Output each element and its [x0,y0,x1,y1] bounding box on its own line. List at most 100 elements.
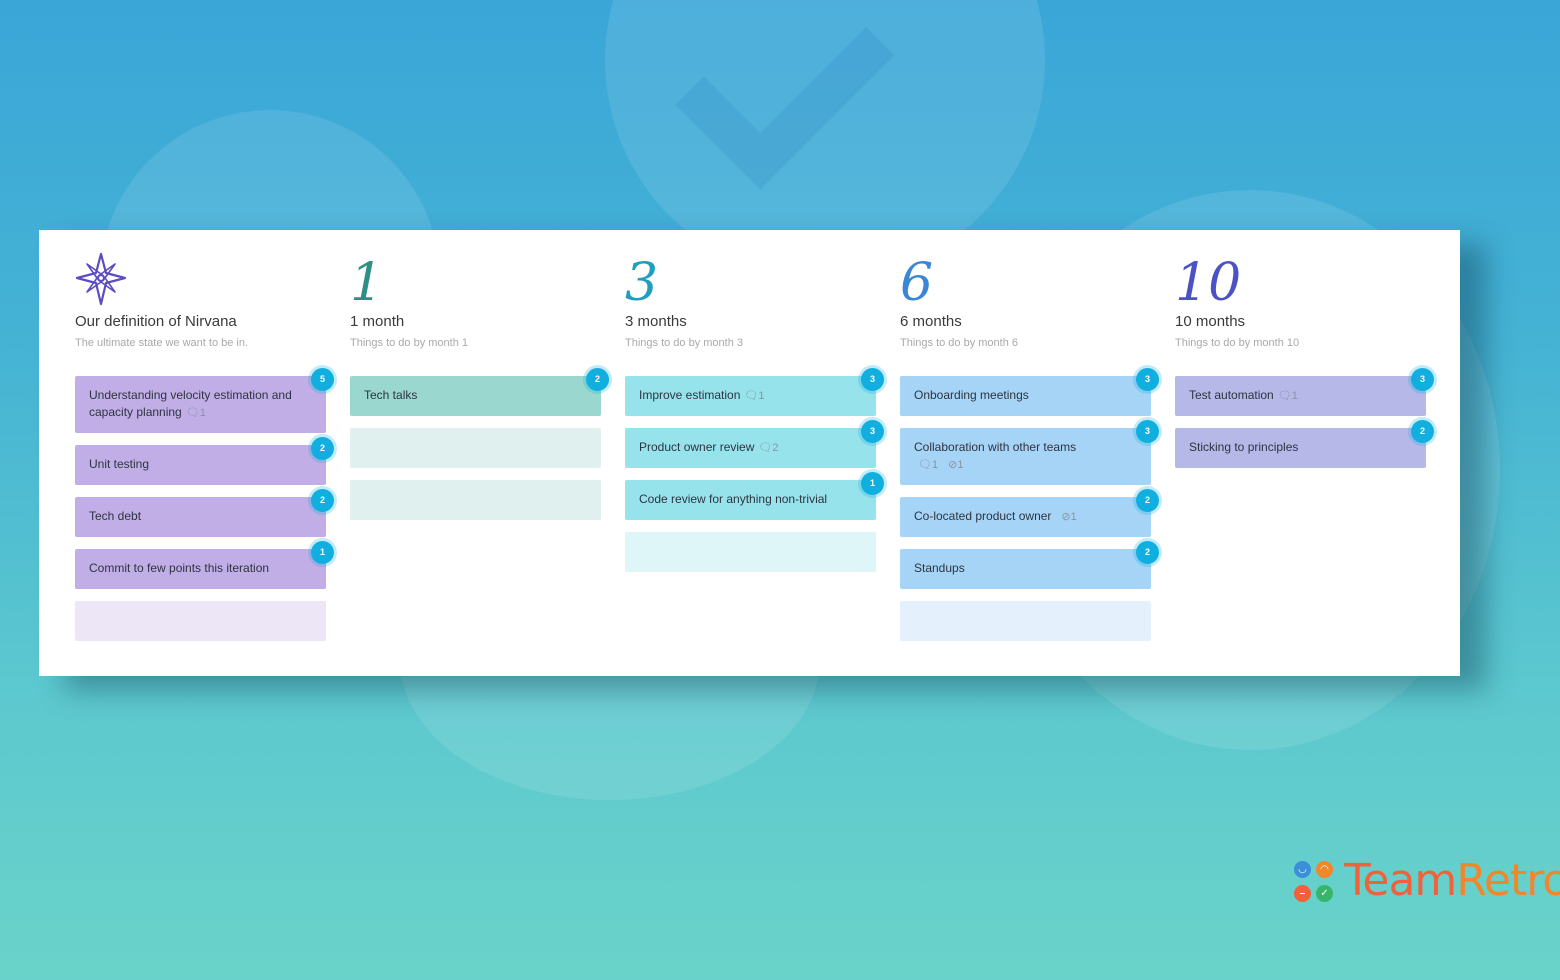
happy-face-icon: ◡ [1294,861,1311,878]
column-icon: 3 [625,252,685,313]
column-icon: 6 [900,252,960,313]
card-text: Improve estimation [639,388,741,402]
handwritten-number: 3 [625,253,658,313]
comment-count[interactable]: 🗨1 [186,407,206,419]
retro-card[interactable]: Product owner review🗨2 3 [625,420,884,468]
number-1-icon: 1 [350,253,383,313]
logo-wordmark: TeamRetro [1344,855,1560,906]
handwritten-number: 1 [350,253,383,313]
logo-retro-text: Retro [1456,855,1560,906]
empty-card-slot[interactable] [625,532,876,572]
teamretro-logo: ◡ ◠ – ✓ TeamRetro [1294,855,1560,908]
column-title: 1 month [350,313,405,330]
action-icon: ⊘ [948,459,958,471]
number-10-icon: 10 [1175,253,1241,313]
vote-badge[interactable]: 1 [861,472,884,495]
column-subtitle: The ultimate state we want to be in. [75,337,249,349]
column-subtitle: Things to do by month 6 [900,337,1019,349]
vote-badge[interactable]: 5 [311,368,334,391]
retro-card[interactable]: Understanding velocity estimation and ca… [75,368,334,433]
retro-card[interactable]: Onboarding meetings 3 [900,368,1159,416]
empty-card-slot[interactable] [350,480,601,520]
card-text: Sticking to principles [1189,440,1299,454]
action-count-value: 1 [957,459,964,471]
comment-icon: 🗨 [744,390,759,402]
column-subtitle: Things to do by month 3 [625,337,744,349]
card-text: Unit testing [89,457,150,471]
vote-badge[interactable]: 3 [861,368,884,391]
column-title: Our definition of Nirvana [75,313,237,330]
handwritten-number: 6 [900,253,933,313]
card-text: Product owner review [639,440,755,454]
vote-badge[interactable]: 3 [1411,368,1434,391]
logo-faces-icon: ◡ ◠ – ✓ [1294,861,1334,905]
comment-icon: 🗨 [758,442,773,454]
column-icon: 10 [1175,252,1241,313]
number-6-icon: 6 [900,253,933,313]
logo-team-text: Team [1344,855,1457,906]
empty-card-slot[interactable] [350,428,601,468]
retro-card[interactable]: Commit to few points this iteration 1 [75,541,334,589]
vote-badge[interactable]: 2 [1136,541,1159,564]
compass-star-icon [75,252,127,306]
vote-badge[interactable]: 3 [1136,420,1159,443]
empty-card-slot[interactable] [900,601,1151,641]
comment-count[interactable]: 🗨1 [918,459,938,471]
comment-count[interactable]: 🗨1 [744,390,764,402]
card-text: Test automation [1189,388,1274,402]
vote-badge[interactable]: 1 [311,541,334,564]
comment-icon: 🗨 [1277,390,1292,402]
vote-badge[interactable]: 2 [1411,420,1434,443]
retro-card[interactable]: Unit testing 2 [75,437,334,485]
vote-badge[interactable]: 2 [311,489,334,512]
vote-badge[interactable]: 2 [586,368,609,391]
number-3-icon: 3 [625,253,658,313]
card-text: Collaboration with other teams [914,440,1077,454]
card-text: Commit to few points this iteration [89,561,270,575]
card-list: Understanding velocity estimation and ca… [75,368,334,653]
column-icon: 1 [350,252,410,313]
card-text: Standups [914,561,965,575]
comment-count-value: 1 [931,459,939,471]
card-text: Onboarding meetings [914,388,1029,402]
comment-count[interactable]: 🗨2 [758,442,778,454]
card-text: Code review for anything non-trivial [639,492,828,506]
retro-card[interactable]: Sticking to principles 2 [1175,420,1434,468]
vote-badge[interactable]: 3 [1136,368,1159,391]
vote-badge[interactable]: 2 [311,437,334,460]
column-icon [75,252,135,312]
retro-card[interactable]: Standups 2 [900,541,1159,589]
action-count-value: 1 [1070,511,1077,523]
card-text: Understanding velocity estimation and ca… [89,388,292,419]
retro-card[interactable]: Code review for anything non-trivial 1 [625,472,884,520]
action-count[interactable]: ⊘1 [948,459,963,471]
retro-card[interactable]: Improve estimation🗨1 3 [625,368,884,416]
comment-count-value: 1 [199,407,206,419]
column-title: 3 months [625,313,687,330]
vote-badge[interactable]: 3 [861,420,884,443]
action-count[interactable]: ⊘1 [1061,511,1076,523]
vote-badge[interactable]: 2 [1136,489,1159,512]
sad-face-icon: ◠ [1316,861,1333,878]
comment-count[interactable]: 🗨1 [1278,390,1298,402]
comment-count-value: 2 [772,442,779,454]
column-subtitle: Things to do by month 10 [1175,337,1300,349]
comment-icon: 🗨 [185,407,200,419]
column-title: 10 months [1175,313,1246,330]
handwritten-number: 10 [1175,253,1241,313]
comment-count-value: 1 [758,390,765,402]
empty-card-slot[interactable] [75,601,326,641]
comment-count-value: 1 [1291,390,1298,402]
check-icon: ✓ [1316,885,1333,902]
comment-icon: 🗨 [918,459,932,471]
